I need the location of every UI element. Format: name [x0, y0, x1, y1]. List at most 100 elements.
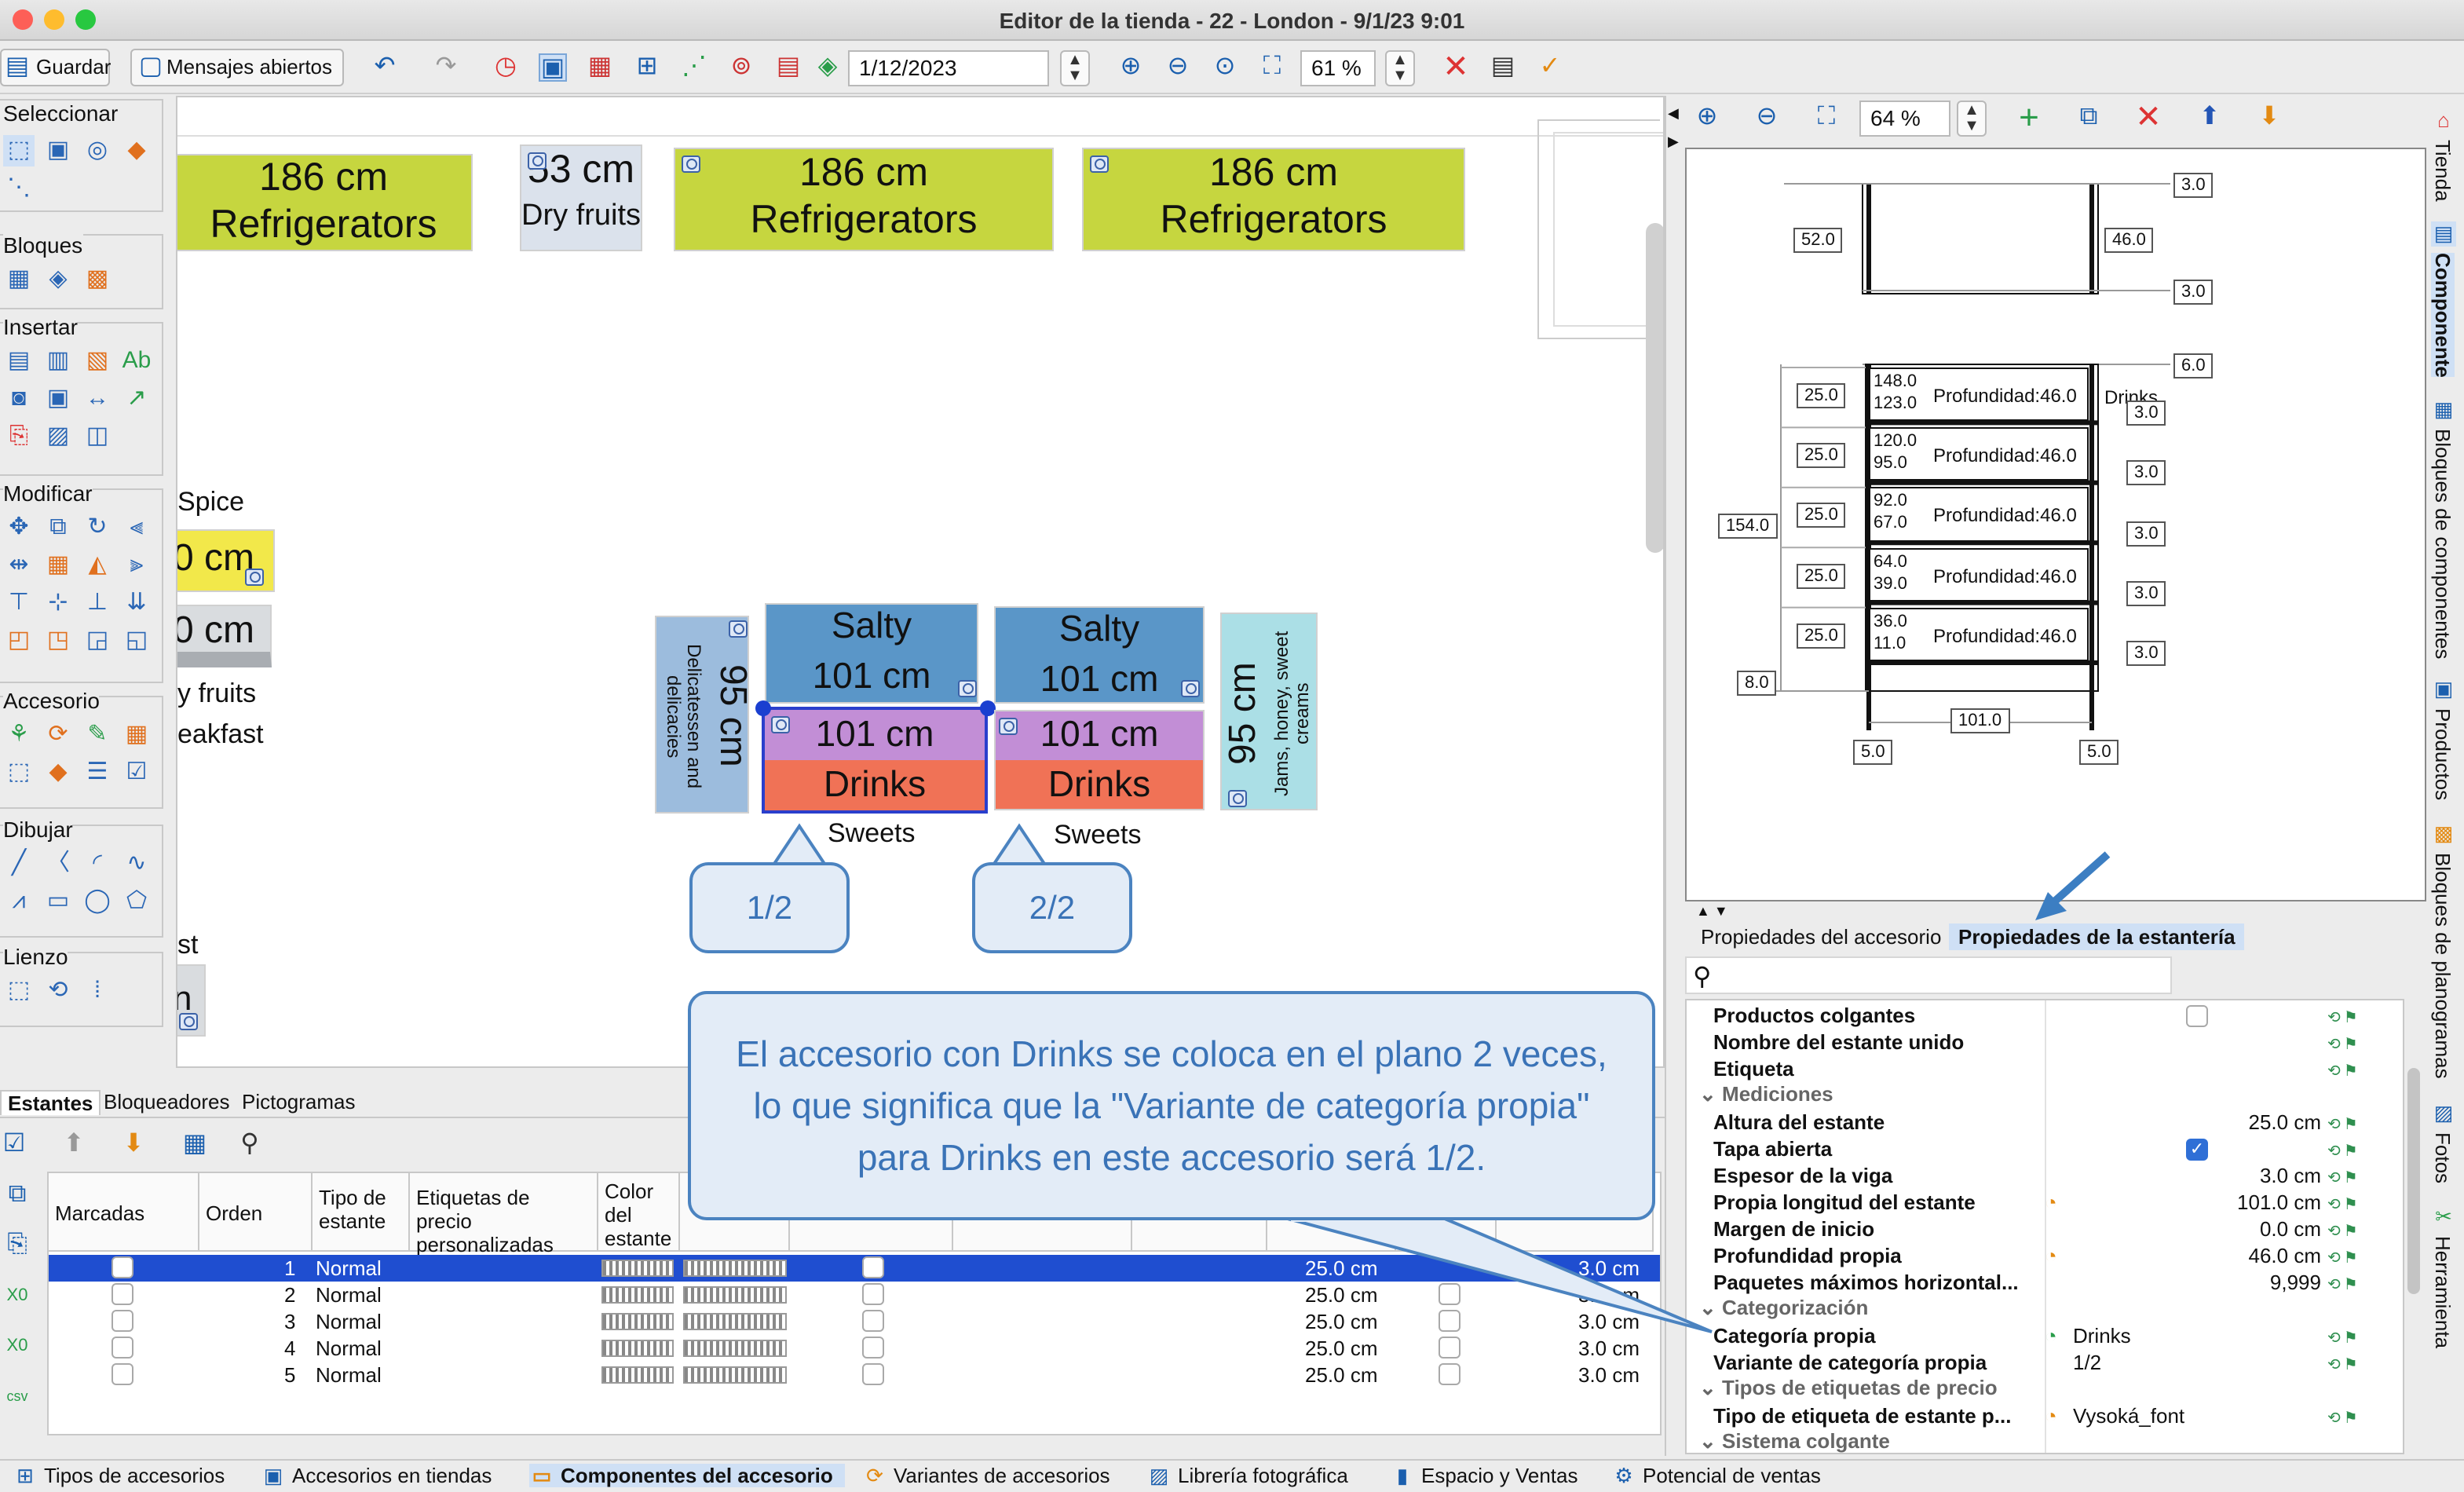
tab-espacio-ventas[interactable]: ▮Espacio y Ventas — [1390, 1464, 1578, 1487]
xls-export-icon[interactable]: X0 — [6, 1337, 28, 1355]
prop-paquetes-max[interactable]: Paquetes máximos horizontal...9,999⟲⚑ — [1687, 1269, 2403, 1296]
grid-arrange-icon[interactable]: ▦ — [46, 551, 70, 578]
camera-icon[interactable] — [1090, 155, 1109, 173]
accessory-edit-icon[interactable]: ✎ — [87, 721, 108, 748]
tab-tipos-accesorios[interactable]: ⊞Tipos de accesorios — [13, 1464, 225, 1487]
tab-accessory-props[interactable]: Propiedades del accesorio — [1701, 925, 1942, 949]
back-icon[interactable]: ◱ — [125, 627, 148, 653]
insert-rack-icon[interactable]: ▧ — [86, 347, 109, 374]
camera-icon[interactable] — [179, 1013, 198, 1030]
accessory-refresh-icon[interactable]: ⟳ — [48, 721, 68, 748]
date-field[interactable]: 1/12/2023 — [848, 50, 1049, 86]
report-icon[interactable]: ▤ — [1490, 53, 1515, 80]
prop-actions-icon[interactable]: ⟲⚑ — [2327, 1010, 2361, 1027]
header-etiquetas[interactable]: Etiquetas de precio personalizadas — [410, 1173, 598, 1256]
move-icon[interactable]: ✥ — [9, 514, 29, 540]
prop-checkbox[interactable] — [2186, 1005, 2208, 1027]
marked-checkbox[interactable] — [112, 1256, 133, 1278]
tab-shelf-props[interactable]: Propiedades de la estantería — [1949, 923, 2245, 950]
row-checkbox-2[interactable] — [1439, 1363, 1460, 1385]
row-checkbox[interactable] — [862, 1337, 884, 1359]
side-copy-icon[interactable]: ⧉ — [8, 1181, 27, 1208]
draw-zigzag-icon[interactable]: ⩘ — [12, 887, 26, 914]
delete-icon[interactable]: ✕ — [1442, 50, 1469, 85]
pattern-swatch[interactable] — [683, 1366, 787, 1384]
pattern-swatch[interactable] — [683, 1286, 787, 1304]
mirror-icon[interactable]: ◭ — [88, 551, 107, 578]
spice-block[interactable]: 0 cm — [177, 529, 275, 592]
prop-etiqueta[interactable]: Etiqueta⟲⚑ — [1687, 1055, 2403, 1082]
fit-page-icon[interactable]: ⛶ — [1263, 53, 1281, 80]
align-right-icon[interactable]: ⫸ — [130, 551, 144, 578]
zoom-stepper[interactable]: ▲▼ — [1385, 50, 1415, 86]
prop-actions-icon[interactable]: ⟲⚑ — [2327, 1170, 2361, 1187]
table-settings-icon[interactable]: ▦ — [182, 1131, 207, 1157]
collapse-left-icon[interactable]: ◀ — [1668, 105, 1679, 121]
fit-icon[interactable]: ⛶ — [1817, 104, 1836, 130]
rotate-icon[interactable]: ↻ — [87, 514, 108, 540]
move-up-icon[interactable]: ⬆ — [63, 1131, 85, 1157]
align-top-icon[interactable]: ⊤ — [8, 589, 30, 616]
check-icon[interactable]: ✓ — [1539, 53, 1561, 80]
section-mediciones[interactable]: ⌄ Mediciones — [1699, 1082, 1833, 1106]
shelf-color-swatch[interactable] — [601, 1313, 674, 1330]
draw-arc-icon[interactable]: ◜ — [93, 850, 102, 876]
prop-actions-icon[interactable]: ⟲⚑ — [2327, 1063, 2361, 1081]
shelf-color-swatch[interactable] — [601, 1286, 674, 1304]
marked-checkbox[interactable] — [112, 1310, 133, 1332]
minimize-window-button[interactable] — [44, 9, 64, 30]
camera-icon[interactable] — [729, 620, 748, 638]
tapa-abierta-checkbox[interactable]: ✓ — [2186, 1139, 2208, 1161]
prop-actions-icon[interactable]: ⟲⚑ — [2327, 1197, 2361, 1214]
collapse-right-icon[interactable]: ▶ — [1668, 133, 1679, 149]
prop-actions-icon[interactable]: ⟲⚑ — [2327, 1037, 2361, 1054]
prop-nombre-estante[interactable]: Nombre del estante unido⟲⚑ — [1687, 1029, 2403, 1055]
accessory-grid-icon[interactable]: ▦ — [125, 721, 148, 748]
tab-libreria[interactable]: ▨Librería fotográfica — [1146, 1464, 1348, 1487]
jams-block[interactable]: 95 cm Jams, honey, sweet creams — [1220, 613, 1318, 810]
vtab-bloques-componentes[interactable]: Bloques de componentes — [2431, 429, 2455, 660]
shelf-color-swatch[interactable] — [601, 1366, 674, 1384]
canvas-scrollbar[interactable] — [1646, 223, 1663, 553]
save-button[interactable]: ▤Guardar — [0, 49, 111, 86]
camera-icon[interactable] — [682, 155, 700, 173]
prop-profundidad[interactable]: Profundidad propia◔46.0 cm⟲⚑ — [1687, 1242, 2403, 1269]
property-search[interactable]: ⚲ — [1685, 956, 2172, 994]
select-target-icon[interactable]: ◎ — [86, 137, 108, 163]
row-checkbox[interactable] — [862, 1310, 884, 1332]
tab-componentes-accesorio[interactable]: ▭Componentes del accesorio — [529, 1464, 846, 1487]
draw-line-icon[interactable]: ╱ — [11, 850, 27, 876]
measure-icon[interactable]: ◷ — [495, 53, 517, 80]
align-left-icon[interactable]: ⫷ — [130, 514, 144, 540]
vtab-fotos[interactable]: Fotos — [2431, 1132, 2455, 1184]
shelf-color-swatch[interactable] — [601, 1340, 674, 1357]
camera-icon[interactable] — [958, 680, 977, 697]
canvas-resize-icon[interactable]: ⬚ — [7, 977, 31, 1004]
tab-pictogramas[interactable]: Pictogramas — [242, 1090, 356, 1114]
row-checkbox-2[interactable] — [1439, 1283, 1460, 1305]
block-icon[interactable]: ▦ — [7, 265, 31, 292]
prop-categoria-propia[interactable]: Categoría propia◔Drinks⟲⚑ — [1687, 1322, 2403, 1349]
section-categorizacion[interactable]: ⌄ Categorización — [1699, 1296, 1869, 1319]
row-checkbox-2[interactable] — [1439, 1337, 1460, 1359]
zoom-out-icon[interactable]: ⊖ — [1756, 104, 1778, 130]
undo-icon[interactable]: ↶ — [374, 53, 396, 80]
csv-icon[interactable]: csv — [6, 1388, 28, 1404]
row-checkbox-2[interactable] — [1439, 1310, 1460, 1332]
select-arrow-icon[interactable]: ⬚ — [3, 135, 35, 166]
delicatessen-block[interactable]: 95 cm Delicatessen and delicacies — [655, 616, 749, 814]
search-icon[interactable]: ⚲ — [240, 1131, 259, 1157]
props-scrollbar[interactable] — [2407, 1068, 2420, 1294]
select-line-icon[interactable]: ⋱ — [7, 174, 31, 201]
